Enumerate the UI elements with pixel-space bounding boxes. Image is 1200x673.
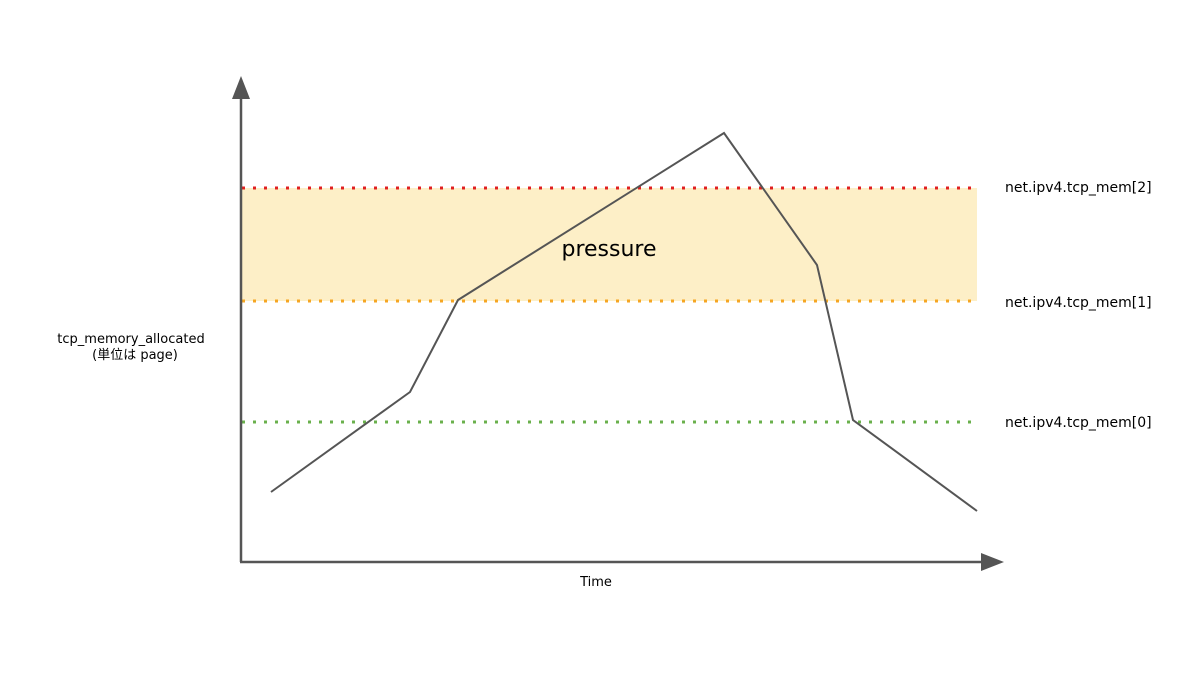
memory-curve [270,131,978,512]
threshold-label-mid: net.ipv4.tcp_mem[1] [1005,295,1152,311]
pressure-band [242,188,977,301]
y-axis-unit-label: (単位は page) [92,347,178,363]
x-axis-arrowhead [981,553,1004,571]
threshold-label-low: net.ipv4.tcp_mem[0] [1005,415,1152,431]
y-axis-label: tcp_memory_allocated [57,332,204,347]
threshold-label-high: net.ipv4.tcp_mem[2] [1005,180,1152,196]
pressure-label: pressure [561,237,656,262]
x-axis-label: Time [579,575,612,590]
y-axis-arrowhead [232,76,250,99]
